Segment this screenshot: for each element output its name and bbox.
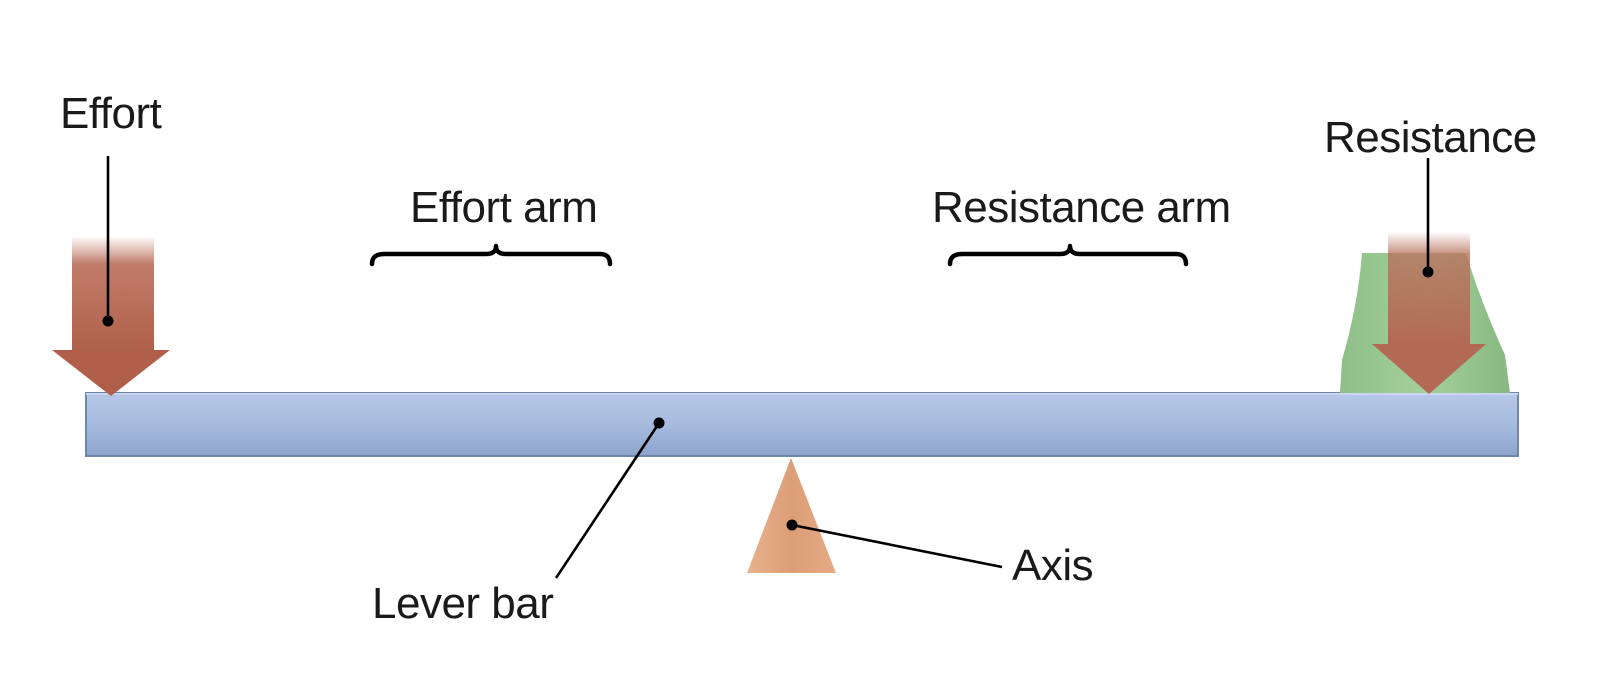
- effort-leader-line: [102, 156, 114, 327]
- effort-arm-brace: [369, 243, 613, 267]
- effort-label: Effort: [60, 89, 162, 138]
- axis-leader-line: [786, 519, 1003, 569]
- resistance-label: Resistance: [1324, 113, 1537, 162]
- resistance-arm-label: Resistance arm: [932, 183, 1231, 232]
- resistance-leader-line: [1422, 158, 1434, 278]
- axis-label: Axis: [1012, 541, 1093, 590]
- lever-bar-label: Lever bar: [372, 579, 553, 628]
- effort-arrow: [52, 236, 170, 396]
- fulcrum-triangle: [747, 458, 836, 573]
- lever-bar: [85, 392, 1519, 457]
- resistance-arm-brace: [947, 243, 1189, 267]
- effort-arm-label: Effort arm: [410, 183, 597, 232]
- lever-bar-leader-line: [554, 417, 665, 579]
